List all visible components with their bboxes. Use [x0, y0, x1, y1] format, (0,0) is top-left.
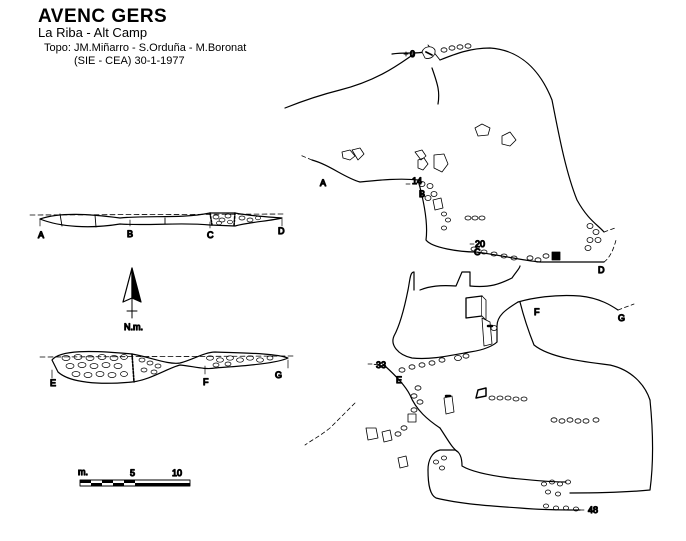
scale-tick-5: 5 [130, 468, 135, 478]
cave-plan [284, 44, 654, 511]
cross-section-abcd-blocks [212, 213, 261, 226]
depth-0: 0 [410, 49, 415, 59]
section-label-a: A [38, 230, 44, 240]
plan-label-g: G [618, 313, 625, 323]
section-label-c: C [207, 230, 214, 240]
cave-title: AVENC GERS [38, 6, 168, 27]
plan-label-e: E [396, 375, 402, 385]
depth-14: 14 [412, 176, 422, 186]
cross-section-abcd [29, 212, 286, 229]
plan-label-c: C [474, 247, 481, 257]
north-label: N.m. [124, 322, 143, 332]
scale-tick-10: 10 [172, 468, 182, 478]
depth-33: 33 [376, 360, 386, 370]
section-label-b: B [127, 229, 133, 239]
section-label-f: F [203, 377, 209, 387]
plan-label-a: A [320, 178, 326, 188]
depth-20: 20 [475, 239, 485, 249]
plan-label-f: F [534, 307, 540, 317]
cross-section-efg [39, 350, 296, 384]
cave-location: La Riba - Alt Camp [38, 25, 148, 40]
scale-unit: m. [78, 467, 88, 477]
scale-bar [79, 479, 191, 487]
survey-credits: (SIE - CEA) 30-1-1977 [74, 55, 185, 67]
plan-label-b: B [419, 189, 425, 199]
section-label-g: G [275, 370, 282, 380]
survey-authors: Topo: JM.Miñarro - S.Orduña - M.Boronat [44, 42, 247, 54]
plan-label-d: D [598, 265, 605, 275]
section-label-e: E [50, 378, 56, 388]
depth-48: 48 [588, 505, 598, 515]
north-arrow-icon [122, 267, 142, 319]
cross-section-efg-blocks [61, 354, 274, 378]
plan-blocks [341, 43, 602, 512]
section-label-d: D [278, 226, 285, 236]
